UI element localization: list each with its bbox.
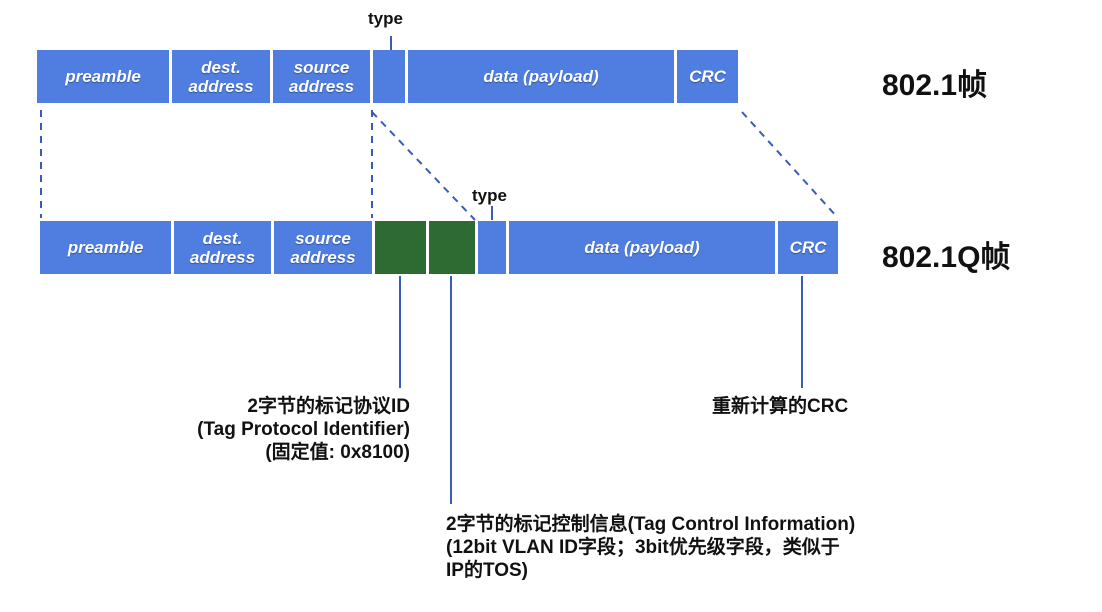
top-source-field: source address: [273, 50, 370, 103]
tci-annotation-line2: (12bit VLAN ID字段；3bit优先级字段，类似于: [446, 537, 840, 558]
tci-annotation-line1: 2字节的标记控制信息(Tag Control Information): [446, 514, 856, 535]
top-type-label: type: [368, 9, 403, 28]
bottom-preamble-field: preamble: [40, 221, 171, 274]
bottom-crc-field: CRC: [778, 221, 838, 274]
bottom-source-field: source address: [274, 221, 372, 274]
tpid-annotation: 2字节的标记协议ID (Tag Protocol Identifier) (固定…: [120, 395, 410, 464]
top-frame-title: 802.1帧: [882, 69, 988, 102]
bottom-data-field: data (payload): [509, 221, 775, 274]
bottom-type-label: type: [472, 186, 507, 205]
tpid-annotation-line3: (固定值: 0x8100): [265, 442, 410, 463]
tpid-annotation-line2: (Tag Protocol Identifier): [197, 419, 410, 440]
bottom-tci-field: [429, 221, 475, 274]
top-crc-field: CRC: [677, 50, 738, 103]
top-data-field: data (payload): [408, 50, 674, 103]
top-dest-field: dest. address: [172, 50, 270, 103]
tci-annotation-line3: IP的TOS): [446, 560, 528, 581]
bottom-tpid-field: [375, 221, 426, 274]
crc-annotation: 重新计算的CRC: [712, 396, 849, 417]
bottom-frame-title: 802.1Q帧: [882, 241, 1011, 274]
tpid-annotation-line1: 2字节的标记协议ID: [247, 396, 410, 417]
bottom-dest-field: dest. address: [174, 221, 271, 274]
bottom-type-field: [478, 221, 506, 274]
dash-type-diagonal: [371, 111, 476, 221]
dash-crc-diagonal: [741, 111, 839, 219]
top-preamble-field: preamble: [37, 50, 169, 103]
top-type-field: [373, 50, 405, 103]
tci-annotation: 2字节的标记控制信息(Tag Control Information) (12b…: [446, 513, 855, 582]
